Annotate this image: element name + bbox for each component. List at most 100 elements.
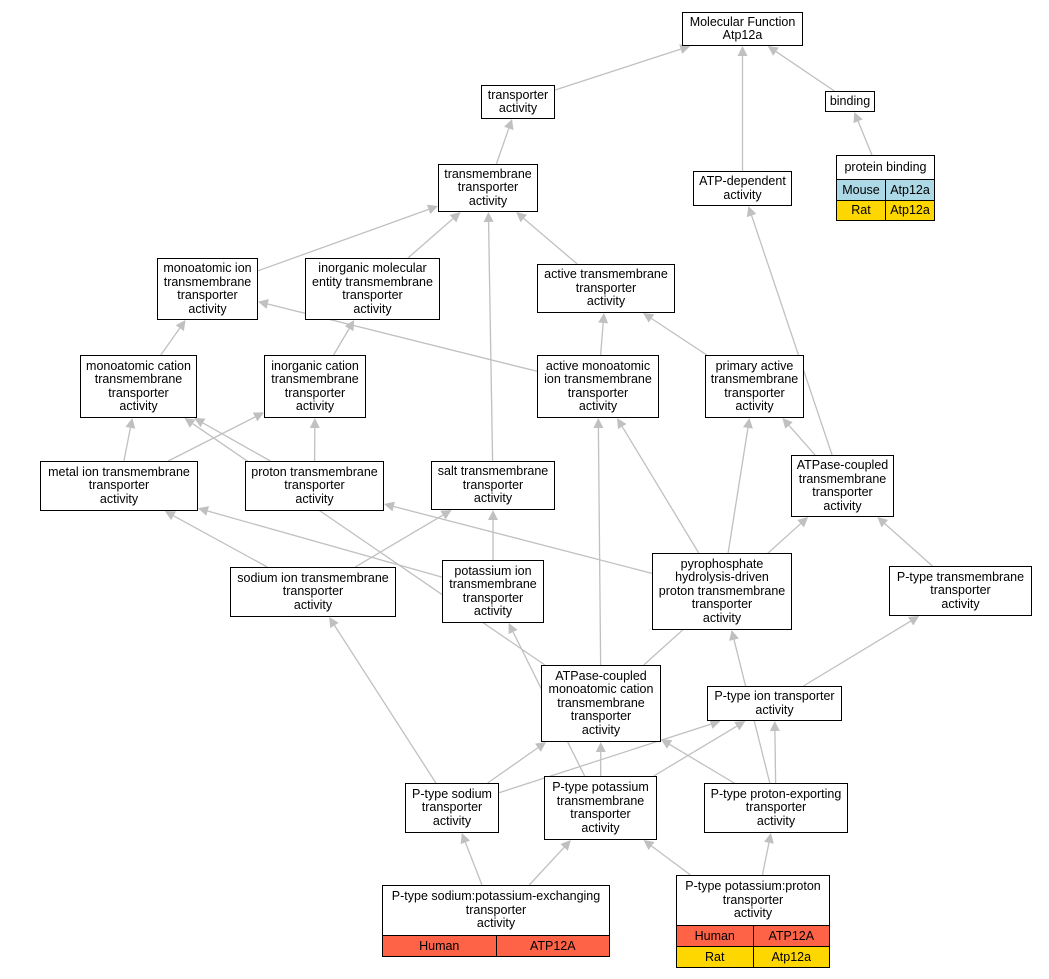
go-term-monoatomic-cation-tt[interactable]: monoatomic cation transmembrane transpor… [80, 355, 197, 418]
go-term-p-type-sodium-potassium-exchanging[interactable]: P-type sodium:potassium-exchanging trans… [382, 885, 610, 957]
edge-pyrophosphate-proton-tt-to-active-monoatomic-ion-tt [621, 426, 700, 554]
gene-cell: Atp12a [885, 200, 934, 220]
go-term-metal-ion-tt[interactable]: metal ion transmembrane transporter acti… [40, 461, 198, 511]
arrowhead [908, 616, 920, 626]
edge-monoatomic-ion-tt-to-transmembrane-transporter-activity [257, 208, 429, 272]
go-term-inorganic-cation-tt[interactable]: inorganic cation transmembrane transport… [264, 355, 366, 418]
go-term-p-type-sodium[interactable]: P-type sodium transporter activity [405, 783, 499, 833]
arrowhead [560, 840, 571, 851]
arrowhead [384, 501, 395, 512]
arrowhead [184, 418, 196, 428]
arrowhead [679, 44, 691, 54]
arrowhead [643, 840, 655, 850]
edge-p-type-sodium-to-atpase-monoatomic-cation-tt [487, 747, 539, 784]
arrowhead [595, 742, 606, 753]
go-term-atp-dependent-activity[interactable]: ATP-dependent activity [693, 171, 792, 206]
arrowhead [164, 511, 176, 521]
go-term-binding[interactable]: binding [825, 91, 875, 112]
go-term-p-type-proton-exporting[interactable]: P-type proton-exporting transporter acti… [704, 783, 848, 833]
edge-p-type-potassium-tt-to-p-type-ion-transporter [653, 725, 738, 777]
edge-protein-binding-to-binding [857, 121, 873, 156]
go-term-atpase-coupled-tt[interactable]: ATPase-coupled transmembrane transporter… [791, 455, 894, 517]
go-term-primary-active-tt[interactable]: primary active transmembrane transporter… [705, 355, 804, 418]
arrowhead [504, 119, 514, 131]
arrowhead [344, 320, 355, 332]
gene-cell: Atp12a [752, 947, 830, 967]
arrowhead [709, 719, 721, 729]
edge-sodium-ion-tt-to-metal-ion-tt [173, 515, 268, 568]
go-term-molecular-function[interactable]: Molecular Function Atp12a [682, 12, 803, 46]
edge-p-type-ion-transporter-to-p-type-tt [803, 620, 911, 687]
arrowhead [460, 833, 471, 845]
edge-p-type-potassium-proton-to-p-type-proton-exporting [761, 842, 770, 876]
edge-atpase-coupled-tt-to-atp-dependent-activity [750, 215, 833, 456]
arrowhead [329, 617, 339, 629]
edge-primary-active-tt-to-active-tt [651, 317, 708, 356]
arrowhead [617, 418, 627, 430]
go-term-potassium-ion-tt[interactable]: potassium ion transmembrane transporter … [442, 560, 544, 623]
go-term-p-type-potassium-proton[interactable]: P-type potassium:proton transporter acti… [676, 875, 830, 968]
arrowhead [782, 418, 793, 429]
edge-sodium-ion-tt-to-salt-tt [354, 514, 444, 568]
edge-p-type-proton-exporting-to-atpase-monoatomic-cation-tt [669, 743, 735, 784]
edge-atpase-monoatomic-cation-tt-to-active-monoatomic-ion-tt [597, 427, 602, 666]
arrowhead [125, 418, 136, 429]
arrowhead [440, 510, 452, 520]
go-term-active-tt[interactable]: active transmembrane transporter activit… [537, 264, 675, 313]
arrowhead [426, 204, 438, 215]
go-term-sodium-ion-tt[interactable]: sodium ion transmembrane transporter act… [230, 567, 396, 617]
go-term-p-type-ion-transporter[interactable]: P-type ion transporter activity [707, 686, 842, 721]
edge-binding-to-molecular-function [775, 51, 835, 92]
species-cell: Mouse [842, 182, 880, 197]
gene-cell: Atp12a [885, 180, 934, 200]
species-cell: Human [694, 929, 735, 944]
edge-pyrophosphate-proton-tt-to-primary-active-tt [727, 427, 749, 554]
annotation-title: P-type potassium:proton transporter acti… [677, 876, 829, 926]
arrowhead [175, 320, 186, 332]
arrowhead [516, 212, 528, 223]
edge-inorganic-molecular-entity-tt-to-transmembrane-transporter-activity [407, 218, 454, 259]
go-term-active-monoatomic-ion-tt[interactable]: active monoatomic ion transmembrane tran… [537, 355, 659, 418]
edge-proton-tt-to-monoatomic-cation-tt [202, 422, 271, 462]
go-term-transmembrane-transporter-activity[interactable]: transmembrane transporter activity [438, 164, 538, 212]
annotation-row: Human ATP12A [677, 925, 830, 947]
edge-salt-tt-to-transmembrane-transporter-activity [487, 221, 494, 462]
arrowhead [797, 517, 809, 528]
arrowhead [764, 833, 774, 844]
go-term-p-type-tt[interactable]: P-type transmembrane transporter activit… [889, 566, 1032, 616]
edge-metal-ion-tt-to-inorganic-cation-tt [167, 416, 256, 462]
edge-active-tt-to-transmembrane-transporter-activity [523, 217, 578, 265]
go-term-salt-tt[interactable]: salt transmembrane transporter activity [431, 461, 555, 510]
edge-p-type-potassium-proton-to-p-type-potassium-tt [651, 845, 691, 876]
edge-inorganic-cation-tt-to-inorganic-molecular-entity-tt [333, 328, 350, 356]
edge-p-type-sodium-to-sodium-ion-tt [333, 625, 437, 784]
arrowhead [729, 630, 739, 641]
go-term-pyrophosphate-proton-tt[interactable]: pyrophosphate hydrolysis-driven proton t… [652, 553, 792, 630]
edge-potassium-ion-tt-to-metal-ion-tt [207, 510, 443, 578]
arrowhead [743, 418, 753, 429]
arrowhead [252, 412, 264, 422]
arrowhead [535, 742, 547, 752]
arrowhead [449, 212, 461, 223]
go-term-p-type-potassium-tt[interactable]: P-type potassium transmembrane transport… [544, 776, 657, 840]
go-term-transporter-activity[interactable]: transporter activity [481, 85, 555, 119]
go-term-monoatomic-ion-tt[interactable]: monoatomic ion transmembrane transporter… [157, 258, 258, 320]
edge-transmembrane-transporter-activity-to-transporter-activity [495, 128, 510, 165]
go-term-atpase-monoatomic-cation-tt[interactable]: ATPase-coupled monoatomic cation transme… [541, 665, 661, 742]
arrowhead [737, 46, 748, 56]
go-term-inorganic-molecular-entity-tt[interactable]: inorganic molecular entity transmembrane… [305, 258, 440, 320]
edge-p-type-sodium-potassium-exchanging-to-p-type-potassium-tt [528, 846, 565, 886]
gene-cell: ATP12A [752, 926, 830, 947]
annotation-title: P-type sodium:potassium-exchanging trans… [383, 886, 609, 936]
edge-p-type-sodium-potassium-exchanging-to-p-type-sodium [464, 842, 483, 886]
arrowhead [488, 510, 498, 520]
go-term-proton-tt[interactable]: proton transmembrane transporter activit… [245, 461, 384, 511]
arrowhead [258, 299, 269, 309]
edge-transporter-activity-to-molecular-function [554, 48, 681, 91]
gene-cell: ATP12A [495, 936, 610, 956]
arrowhead [767, 46, 779, 56]
arrowhead [598, 313, 609, 324]
